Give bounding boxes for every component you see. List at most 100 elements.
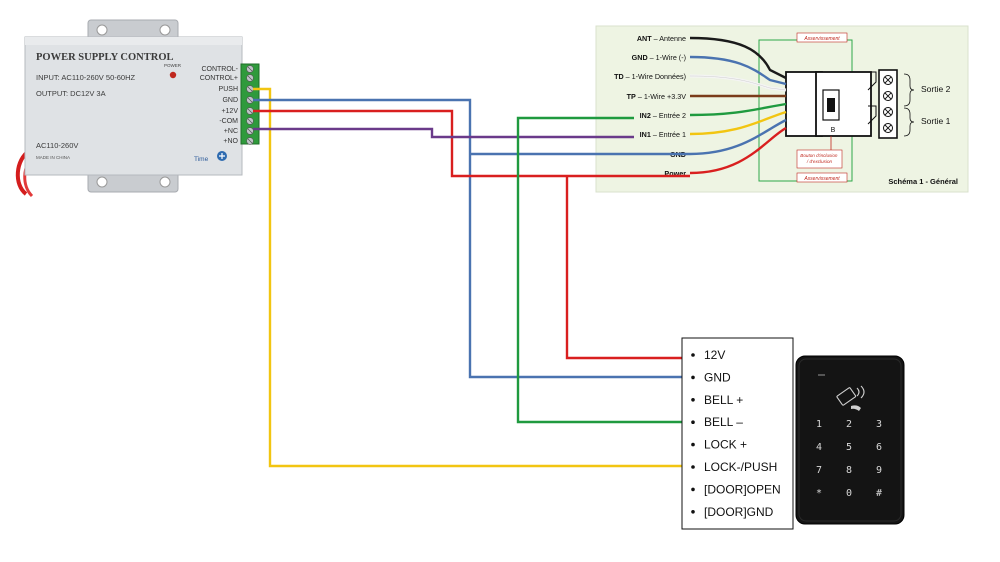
psu-terminal-label: +NO — [223, 138, 238, 145]
screw-cross-icon — [884, 124, 892, 132]
wire-blue-gnd — [253, 98, 690, 379]
keypad-key-5[interactable]: 5 — [846, 442, 852, 453]
keypad-key-3[interactable]: 3 — [876, 419, 882, 430]
wire-green-in2 — [516, 116, 682, 424]
keypad-key-6[interactable]: 6 — [876, 442, 882, 453]
servo-label-top-box — [796, 32, 848, 43]
psu-body — [24, 36, 243, 176]
power-led-label: POWER — [164, 63, 182, 68]
psu-terminal-label: CONTROL- — [201, 66, 238, 73]
servo-label-bottom-box — [796, 172, 848, 183]
screw-cross-icon — [884, 108, 892, 116]
schema-caption: Schéma 1 - Général — [888, 177, 958, 186]
output-1-brace — [903, 107, 915, 137]
bullet-icon — [691, 487, 695, 492]
bullet-icon — [691, 353, 695, 357]
servo-label-top: Asservissement — [803, 36, 840, 42]
keypad-bezel — [798, 358, 902, 522]
psu-terminal-label: CONTROL+ — [200, 75, 238, 82]
psu-terminal-label: +NC — [224, 128, 238, 135]
wire-yellow-push — [253, 87, 682, 468]
keypad-terminal-label: LOCK-/PUSH — [704, 460, 777, 474]
pin-name: GND — [632, 53, 648, 62]
keypad-body — [795, 355, 905, 525]
screw-slot-icon — [247, 66, 253, 72]
screw-slot-icon — [247, 118, 253, 124]
keypad-terminal-label: GND — [704, 370, 731, 384]
power-led-icon — [169, 71, 177, 79]
keypad-keys: 1 2 3 4 5 6 7 8 9 * 0 # — [816, 419, 882, 499]
screw-cross-icon — [884, 76, 892, 84]
keypad-terminal-label: BELL + — [704, 393, 743, 407]
wire-gnd2-blue-int — [689, 118, 787, 156]
module-pin-label: GND – 1-Wire (-) — [632, 53, 686, 62]
keypad-key-0[interactable]: 0 — [846, 488, 852, 499]
power-supply-unit: POWER SUPPLY CONTROL INPUT: AC110-260V 5… — [15, 19, 260, 198]
module-panel-bg — [595, 25, 969, 193]
screw-slot-icon — [247, 128, 253, 134]
module-pin-label: ANT – Antenne — [637, 34, 686, 43]
pin-name: TP — [627, 92, 636, 101]
screw-slot-icon — [247, 75, 253, 81]
psu-terminal-label: GND — [222, 97, 238, 104]
button-label: Bouton d'inclusion / d'exclusion — [800, 153, 838, 164]
keypad-terminal-label: [DOOR]OPEN — [704, 482, 781, 496]
pin-name: IN2 — [640, 111, 651, 120]
output-2-label: Sortie 2 — [921, 84, 951, 94]
pin-name: ANT — [637, 34, 652, 43]
module-pin-label: TD – 1-Wire Données) — [614, 72, 686, 81]
pin-description: – 1-Wire (-) — [648, 53, 686, 62]
keypad-key-8[interactable]: 8 — [846, 465, 852, 476]
keypad-key-star[interactable]: * — [816, 488, 822, 499]
keypad-key-9[interactable]: 9 — [876, 465, 882, 476]
module-pin-label: TP – 1-Wire +3.3V — [627, 92, 687, 101]
pin-name: Power — [664, 169, 686, 178]
psu-body-highlight — [25, 37, 242, 45]
screw-hole-icon — [96, 24, 108, 36]
screw-slot-icon — [247, 108, 253, 114]
keypad-terminal-label: 12V — [704, 348, 725, 362]
wire-in1-yellow-int — [689, 110, 787, 136]
pin-description: – Entrée 2 — [651, 111, 686, 120]
keypad-key-7[interactable]: 7 — [816, 465, 822, 476]
output-1-label: Sortie 1 — [921, 116, 951, 126]
wire-purple-nc — [253, 127, 634, 139]
time-knob-cross-icon — [219, 153, 225, 159]
servo-label-bottom: Asservissement — [803, 176, 840, 182]
psu-terminal-label: -COM — [219, 118, 238, 125]
button-label-box — [796, 149, 843, 169]
keypad-terminal-label: [DOOR]GND — [704, 505, 774, 519]
screw-slot-icon — [247, 138, 253, 144]
terminal-list-box — [681, 337, 794, 530]
bullet-icon — [691, 442, 695, 447]
bullet-icon — [691, 510, 695, 514]
wire-ant-black — [689, 36, 787, 80]
button-letter: B — [831, 127, 836, 134]
keypad-key-2[interactable]: 2 — [846, 419, 852, 430]
keypad-key-1[interactable]: 1 — [816, 419, 822, 430]
bullet-icon — [691, 465, 695, 469]
output-screws — [883, 75, 893, 133]
psu-terminal-label: PUSH — [219, 86, 238, 93]
psu-input-spec: INPUT: AC110-260V 50-60HZ — [36, 73, 135, 82]
time-label: Time — [194, 156, 209, 163]
bullet-icon — [691, 398, 695, 402]
output-2-brace — [903, 73, 915, 107]
psu-output-spec: OUTPUT: DC12V 3A — [36, 89, 106, 98]
bullet-icon — [691, 375, 695, 380]
rfid-keypad: 1 2 3 4 5 6 7 8 9 * 0 # — [795, 355, 905, 525]
wires — [253, 36, 787, 468]
module-pin-label: IN1 – Entrée 1 — [640, 130, 686, 139]
keypad-key-hash[interactable]: # — [876, 488, 882, 499]
pin-description: – 1-Wire +3.3V — [636, 92, 686, 101]
wire-gnd-blue — [689, 55, 787, 86]
wire-power-red-int — [689, 126, 787, 175]
wire-in2-green-int — [689, 102, 787, 117]
psu-rating: AC110-260V — [36, 141, 78, 150]
bullet-icon — [691, 420, 695, 425]
module-pin-label: IN2 – Entrée 2 — [640, 111, 686, 120]
keypad-key-4[interactable]: 4 — [816, 442, 822, 453]
screw-cross-icon — [884, 92, 892, 100]
